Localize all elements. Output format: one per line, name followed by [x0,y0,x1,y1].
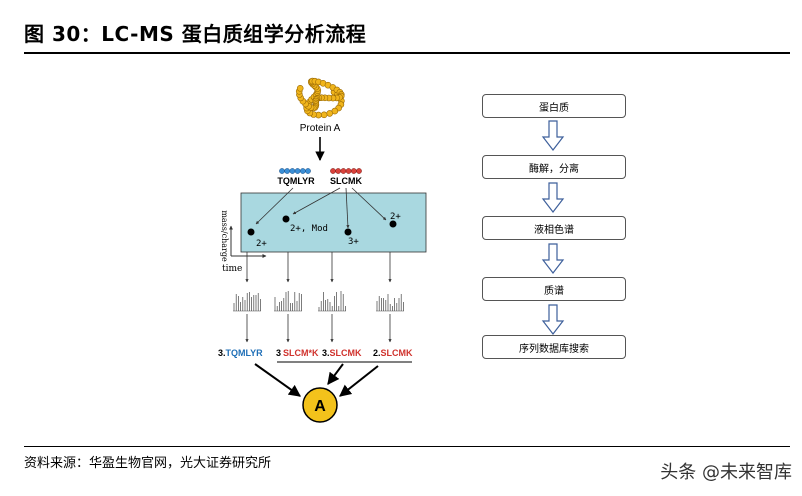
protein-a-circle [302,387,338,423]
flow-down-arrow-icon [541,243,565,274]
peptide-bead [279,168,285,174]
converge-arrow-left [254,363,301,397]
result-3: 3.SLCMK [322,348,362,358]
flow-down-arrow-icon [541,304,565,335]
spot-label-2: 2+, Mod [290,224,328,234]
peptide-to-spot-4 [351,187,387,221]
converge-arrow-right [339,365,379,397]
flow-step-digestion: 酶解，分离 [482,155,626,179]
lcms-panel [240,192,427,253]
y-axis-label: mass/charge [220,210,229,262]
peptide-bead [340,168,347,174]
ms-spot-4 [389,220,397,228]
flow-step-protein: 蛋白质 [482,94,626,118]
bead [320,111,328,119]
flow-step-db-search: 序列数据库搜索 [482,335,626,359]
flow-down-arrow-icon [541,120,565,151]
result-4: 2.SLCMK [373,348,413,358]
spot-label-1: 2+ [256,239,267,249]
peptide-bead [345,168,352,174]
flow-step-lc: 液相色谱 [482,216,626,240]
peptide-bead [289,168,296,174]
peptide-to-spot-2 [292,187,341,215]
peptide-bead [330,168,336,174]
footer-divider [24,446,790,447]
peptide-to-spot-1 [255,187,294,225]
mass-spectra [233,291,404,312]
peptide-blue-label: TQMLYR [277,176,315,186]
peptide-bead [284,168,291,174]
protein-a-label: A [314,398,326,415]
peptide-blue-beads-icon [279,168,311,174]
converge-arrow-middle [327,363,344,385]
protein-bead-chain-icon [295,77,345,119]
peptide-bead [356,168,362,174]
source-note: 资料来源：华盈生物官网，光大证券研究所 [24,456,272,471]
bead [296,85,304,92]
page-title: 图 30：LC-MS 蛋白质组学分析流程 [24,22,367,46]
title-divider [24,52,790,54]
peptide-to-spot-3 [345,187,350,229]
flow-down-arrow-icon [541,182,565,213]
protein-label: Protein A [300,123,341,134]
ms-spot-3 [344,228,352,236]
peptide-red-label: SLCMK [330,176,362,186]
result-1: 3.TQMLYR [218,348,263,358]
x-axis-label: time [222,264,242,274]
flow-step-ms: 质谱 [482,277,626,301]
ms-spot-1 [247,228,255,236]
peptide-red-beads-icon [330,168,362,174]
spectrum-arrows [245,252,392,343]
spot-label-3: 3+ [348,237,359,247]
peptide-bead [294,168,301,174]
ms-spot-2 [282,215,290,223]
spot-label-4: 2+ [390,212,401,222]
peptide-bead [299,168,306,174]
peptide-bead [305,168,311,174]
watermark: 头条 @未来智库 [660,462,792,483]
peptide-bead [335,168,342,174]
bead [326,110,334,117]
peptide-bead [350,168,357,174]
